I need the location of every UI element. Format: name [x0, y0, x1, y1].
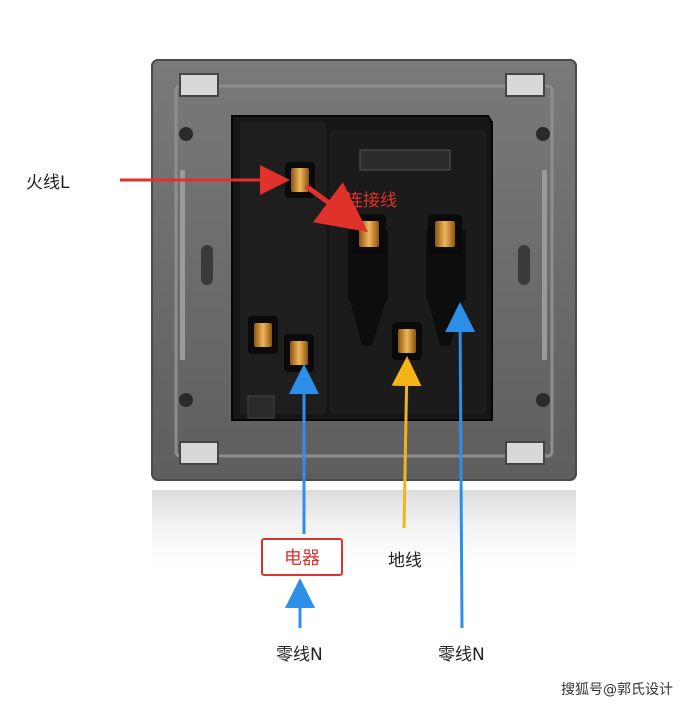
brand-plate [359, 149, 451, 171]
terminal-live-socket [352, 214, 386, 254]
side-rail-right [542, 170, 547, 360]
side-slot-left [201, 245, 213, 285]
ground-wire-label: 地线 [388, 551, 422, 571]
bottom-latch [247, 395, 275, 419]
connection-wire-label: 连接线 [346, 191, 397, 211]
corner-clip-tl [179, 73, 219, 97]
corner-clip-tr [505, 73, 545, 97]
appliance-label: 电器 [261, 538, 343, 576]
neutral-left-label: 零线N [276, 645, 323, 665]
neutral-right-label: 零线N [438, 645, 485, 665]
neutral-wire-arrow [445, 302, 476, 629]
panel-inner-frame [174, 84, 554, 458]
screw-hole-tr [536, 127, 550, 141]
terminal-neutral-socket [428, 214, 462, 254]
live-wire-label: 火线L [26, 173, 70, 193]
terminal-live-input [285, 162, 315, 198]
screw-hole-bl [179, 393, 193, 407]
ground-wire-arrow [391, 356, 422, 529]
terminal-appliance-b [284, 334, 314, 372]
connection-wire-arrow [304, 182, 369, 232]
terminal-ground [392, 322, 422, 360]
corner-clip-br [505, 441, 545, 465]
screw-hole-br [536, 393, 550, 407]
watermark: 搜狐号@郭氏设计 [561, 682, 673, 698]
screw-hole-tl [179, 127, 193, 141]
side-rail-left [180, 170, 185, 360]
panel-reflection [152, 490, 576, 580]
pin-tip-left [350, 300, 386, 346]
corner-clip-bl [179, 441, 219, 465]
side-slot-right [518, 245, 530, 285]
terminal-appliance-a [248, 316, 278, 354]
